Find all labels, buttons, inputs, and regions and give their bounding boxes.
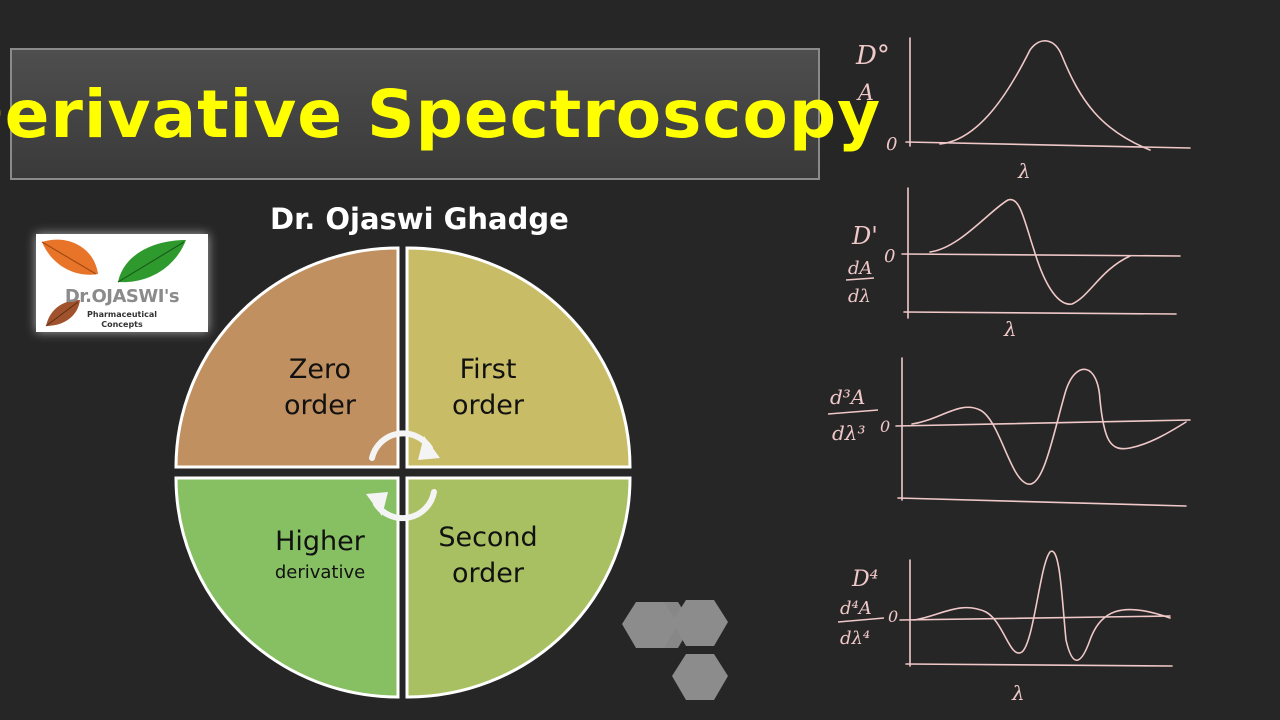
title-banner: Derivative Spectroscopy [0, 48, 880, 180]
leaf-icon [41, 239, 186, 327]
d0-xlabel: λ [1017, 159, 1031, 183]
label-second-line1: Second [438, 522, 538, 553]
label-first-line2: order [452, 390, 524, 421]
label-first-order: First order [426, 352, 550, 424]
d3-label-num: d³A [830, 385, 865, 409]
d1-label-da: dA [848, 258, 873, 279]
logo-subtitle-1: Pharmaceutical [87, 310, 157, 319]
hexagon-decoration [622, 600, 728, 700]
d4-zero: 0 [888, 607, 898, 626]
quadrant-higher-derivative [174, 476, 400, 699]
sketch-first-order [901, 187, 1181, 319]
label-zero-order: Zero order [258, 352, 382, 424]
d4-label-den: dλ⁴ [840, 628, 870, 649]
label-zero-line1: Zero [288, 354, 352, 385]
d3-label-den: dλ³ [832, 421, 866, 445]
d3-zero: 0 [880, 417, 890, 436]
label-higher-line1: Higher [275, 526, 365, 557]
d4-label-d: D⁴ [851, 567, 878, 592]
cycle-arrow-icon [369, 430, 437, 522]
label-higher-line2: derivative [274, 562, 366, 583]
sketch-third-order [895, 357, 1191, 507]
label-second-line2: order [452, 558, 524, 589]
d4-xlabel: λ [1011, 681, 1025, 705]
label-zero-line2: order [284, 390, 356, 421]
sketch-zero-order [905, 37, 1191, 151]
d4-label-num: d⁴A [840, 598, 872, 619]
logo-subtitle-2: Concepts [101, 320, 143, 329]
label-first-line1: First [459, 354, 517, 385]
author-name: Dr. Ojaswi Ghadge [270, 202, 569, 236]
derivative-sketches [895, 37, 1191, 667]
d1-label-dl: dλ [848, 286, 871, 307]
d1-label-d: D' [851, 222, 878, 250]
sketch-fourth-order [899, 550, 1173, 667]
quadrant-diagram [174, 246, 632, 699]
d1-zero: 0 [884, 246, 895, 267]
d1-xlabel: λ [1003, 317, 1017, 341]
logo: Dr.OJASWI's Pharmaceutical Concepts [36, 234, 208, 332]
d0-label-d: D° [855, 41, 890, 71]
d0-zero: 0 [886, 134, 897, 155]
label-second-order: Second order [420, 520, 556, 592]
page-title: Derivative Spectroscopy [0, 75, 882, 153]
label-higher-derivative: Higher derivative [252, 524, 388, 586]
logo-name: Dr.OJASWI's [64, 286, 180, 307]
